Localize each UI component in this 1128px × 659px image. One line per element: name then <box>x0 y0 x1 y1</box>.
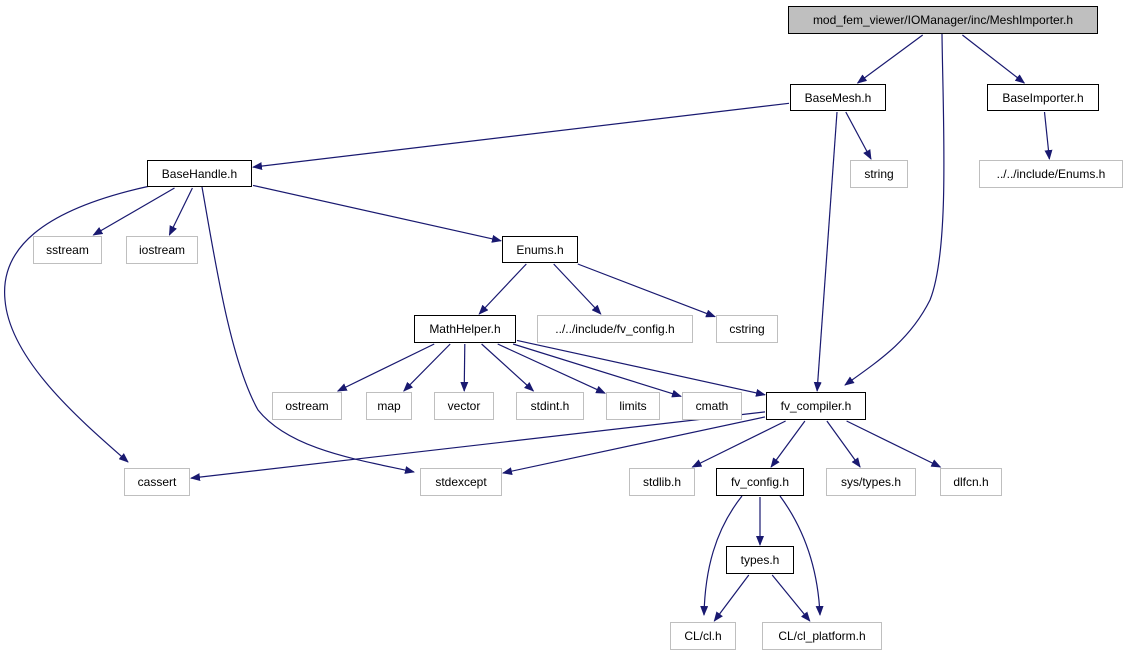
node-cassert: cassert <box>124 468 190 496</box>
edge-fvcompiler-to-dlfcn <box>846 420 942 468</box>
node-stdexcept: stdexcept <box>420 468 502 496</box>
edge-mathhelper-to-vector <box>460 343 469 392</box>
edge-mathhelper-to-fvcompiler <box>516 339 766 397</box>
edge-basehandle-to-sstream <box>92 187 175 236</box>
edge-enums-to-cstring <box>577 263 716 318</box>
edge-fvconfig-to-clcl <box>700 495 743 616</box>
edge-root-to-basemesh <box>856 34 924 84</box>
edge-mathhelper-to-limits <box>497 343 606 394</box>
node-clcl: CL/cl.h <box>670 622 736 650</box>
edge-mathhelper-to-map <box>403 343 451 392</box>
edge-mathhelper-to-stdint <box>481 343 535 392</box>
edge-fvcompiler-to-stdlib <box>691 420 786 468</box>
node-enums-inc: ../../include/Enums.h <box>979 160 1123 188</box>
edge-basehandle-to-iostream <box>168 187 193 236</box>
edge-basemesh-to-string <box>845 111 872 160</box>
node-sstream: sstream <box>33 236 102 264</box>
node-limits: limits <box>606 392 660 420</box>
node-stdlib: stdlib.h <box>629 468 695 496</box>
node-vector: vector <box>434 392 494 420</box>
edge-enums-to-fvconfig-inc <box>553 263 602 315</box>
edge-fvconfig-to-clplatform <box>779 495 824 616</box>
node-dlfcn: dlfcn.h <box>940 468 1002 496</box>
edge-types-to-clplatform <box>771 574 811 622</box>
edge-root-to-baseimporter <box>962 34 1026 84</box>
node-systypes: sys/types.h <box>826 468 916 496</box>
edge-basehandle-to-enums <box>252 184 502 243</box>
node-string: string <box>850 160 908 188</box>
node-types[interactable]: types.h <box>726 546 794 574</box>
edge-fvcompiler-to-cassert <box>190 411 766 482</box>
node-clplatform: CL/cl_platform.h <box>762 622 882 650</box>
node-fvcompiler[interactable]: fv_compiler.h <box>766 392 866 420</box>
node-fvconfig-inc: ../../include/fv_config.h <box>537 315 693 343</box>
edge-fvcompiler-to-fvconfig <box>770 420 806 468</box>
edge-fvcompiler-to-stdexcept <box>502 416 766 476</box>
node-enums[interactable]: Enums.h <box>502 236 578 263</box>
edge-mathhelper-to-cmath <box>512 343 682 398</box>
edge-mathhelper-to-ostream <box>336 343 435 392</box>
node-stdint: stdint.h <box>516 392 584 420</box>
edge-basehandle-to-stdexcept <box>201 186 415 474</box>
node-basehandle[interactable]: BaseHandle.h <box>147 160 252 187</box>
node-fvconfig[interactable]: fv_config.h <box>716 468 804 496</box>
edge-fvcompiler-to-systypes <box>826 420 861 468</box>
edge-basemesh-to-basehandle <box>252 102 790 171</box>
node-cstring: cstring <box>716 315 778 343</box>
edge-baseimporter-to-enums-inc <box>1043 111 1053 160</box>
edge-basemesh-to-fvcompiler <box>813 111 838 392</box>
node-ostream: ostream <box>272 392 342 420</box>
node-root[interactable]: mod_fem_viewer/IOManager/inc/MeshImporte… <box>788 6 1098 34</box>
edge-types-to-clcl <box>713 574 750 622</box>
node-iostream: iostream <box>126 236 198 264</box>
node-mathhelper[interactable]: MathHelper.h <box>414 315 516 343</box>
node-cmath: cmath <box>682 392 742 420</box>
edge-root-to-fvcompiler <box>844 33 945 386</box>
edge-enums-to-mathhelper <box>478 263 527 315</box>
node-map: map <box>366 392 412 420</box>
node-baseimporter[interactable]: BaseImporter.h <box>987 84 1099 111</box>
edge-basehandle-to-cassert <box>4 185 151 463</box>
node-basemesh[interactable]: BaseMesh.h <box>790 84 886 111</box>
